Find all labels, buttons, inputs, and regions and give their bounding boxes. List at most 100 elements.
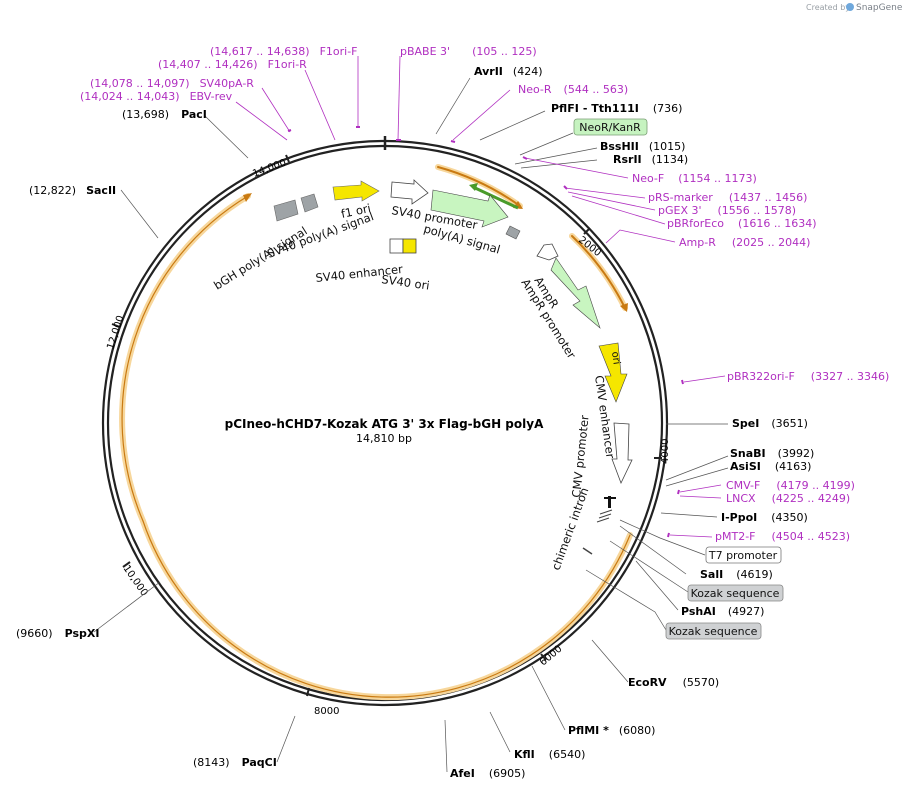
svg-text:(14,617 .. 14,638)F1ori-F: (14,617 .. 14,638)F1ori-F <box>210 45 358 58</box>
leader-pshai <box>635 560 679 611</box>
leader-lncx <box>679 495 722 499</box>
svg-text:BssHII(1015): BssHII(1015) <box>600 140 685 153</box>
svg-text:EcoRV(5570): EcoRV (5570) <box>628 676 719 689</box>
feature-ori <box>598 342 628 403</box>
svg-text:KflI(6540): KflI (6540) <box>514 748 585 761</box>
svg-text:pBRforEco(1616 .. 1634): pBRforEco(1616 .. 1634) <box>667 217 817 230</box>
svg-text:I-PpoI(4350): I-PpoI(4350) <box>721 511 808 524</box>
orf-arc-neo-line <box>437 166 521 207</box>
label-bgh-polya: bGH poly(A) signal <box>211 224 309 293</box>
box-t7-promoter <box>705 546 782 564</box>
primer-leaders <box>235 55 726 538</box>
box-kozak-2 <box>665 622 762 640</box>
tick-label-8000: 8000 <box>314 706 339 717</box>
site-name-afei: AfeI <box>450 767 475 780</box>
primer-name-prs-marker: pRS-marker <box>648 191 713 204</box>
primer-pos-neo-f: (1154 .. 1173) <box>678 172 757 185</box>
orf-arc-chd7-line <box>142 520 631 698</box>
primer-pos-prs-marker: (1437 .. 1456) <box>729 191 808 204</box>
primer-pos-cmv-f: (4179 .. 4199) <box>776 479 855 492</box>
feature-sv40-ori <box>402 238 417 254</box>
leader-pflfi <box>479 110 546 141</box>
feature-chimeric-intron-c <box>596 517 610 523</box>
leader-kozak2 <box>585 569 667 631</box>
tick-8000 <box>306 687 310 697</box>
feature-cmv-enhancer <box>611 422 633 485</box>
site-pos-ecorv: (5570) <box>683 676 720 689</box>
feature-cmv-promoter-mark <box>608 496 611 508</box>
svg-text:(12,822)SacII: (12,822)SacII <box>29 184 116 197</box>
site-name-paci: PacI <box>181 108 207 121</box>
leader-pflmi <box>531 665 566 731</box>
site-pos-kfli: (6540) <box>549 748 586 761</box>
svg-text:(14,024 .. 14,043)EBV-rev: (14,024 .. 14,043)EBV-rev <box>80 90 233 103</box>
svg-text:Amp-R(2025 .. 2044): Amp-R(2025 .. 2044) <box>679 236 810 249</box>
primer-pos-neo-r: (544 .. 563) <box>564 83 629 96</box>
feature-bgh-polya <box>273 199 299 222</box>
svg-text:pRS-marker(1437 .. 1456): pRS-marker (1437 .. 1456) <box>648 191 807 204</box>
leader-pbr322ori-f <box>683 375 726 383</box>
feature-ampr-cds <box>550 257 601 329</box>
box-kozak-2-label: Kozak sequence <box>669 625 758 638</box>
leader-neo-r <box>452 89 511 141</box>
mark-neo-f <box>522 156 528 160</box>
leader-rsrii <box>520 159 598 169</box>
site-pos-pflfi: (736) <box>653 102 683 115</box>
leader-neor-box <box>519 132 574 156</box>
primer-pos-pbr322ori-f: (3327 .. 3346) <box>811 370 890 383</box>
tick-2000 <box>583 227 591 235</box>
orf-arrow-chd7 <box>243 193 252 202</box>
site-name-rsrii: RsrII <box>613 153 642 166</box>
site-pos-rsrii: (1134) <box>652 153 689 166</box>
label-sv40-ori: SV40 ori <box>381 272 431 293</box>
leader-neo-f <box>524 157 629 179</box>
scale-ticks <box>111 154 662 697</box>
primer-pos-f1ori-f: (14,617 .. 14,638) <box>210 45 310 58</box>
feature-sv40-enhancer <box>389 238 404 254</box>
leader-paci <box>204 115 249 159</box>
svg-text:PflMI *(6080): PflMI *(6080) <box>568 724 655 737</box>
leader-pmt2-f <box>669 534 713 538</box>
mark-sv40pa-r <box>287 129 292 132</box>
feature-neor-cds <box>430 189 509 228</box>
site-name-kfli: KflI <box>514 748 535 761</box>
site-name-ecorv: EcoRV <box>628 676 667 689</box>
tick-10000 <box>122 561 131 568</box>
primer-pos-pbabe: (105 .. 125) <box>472 45 537 58</box>
svg-text:pBR322ori-F(3327 .. 3346): pBR322ori-F(3327 .. 3346) <box>727 370 889 383</box>
label-ori: ori <box>609 351 622 365</box>
features <box>273 179 633 555</box>
leader-prs-marker <box>564 187 646 199</box>
primer-pos-pbrforeco: (1616 .. 1634) <box>738 217 817 230</box>
leader-ecorv <box>591 639 629 683</box>
primer-name-neo-f: Neo-F <box>632 172 664 185</box>
site-pos-ippoi: (4350) <box>771 511 808 524</box>
site-name-pflfi: PflFI <box>551 102 579 115</box>
site-name-avrii: AvrII <box>474 65 503 78</box>
primer-name-pmt2-f: pMT2-F <box>715 530 756 543</box>
primer-name-neo-r: Neo-R <box>518 83 552 96</box>
label-cmv-promoter: CMV promoter <box>569 414 592 498</box>
plasmid-title: pCIneo-hCHD7-Kozak ATG 3' 3x Flag-bGH po… <box>225 417 544 431</box>
leader-cmv-f <box>679 484 722 493</box>
mark-pbr322 <box>681 379 684 385</box>
leader-pbabe <box>397 55 401 141</box>
orf-arcs <box>119 164 633 701</box>
svg-text:SpeI(3651): SpeI(3651) <box>732 417 808 430</box>
snapgene-logo-icon <box>846 3 854 11</box>
svg-text:SalI(4619): SalI(4619) <box>700 568 773 581</box>
orf-arrow-amp <box>620 303 628 312</box>
credit-brand: SnapGene <box>856 3 903 13</box>
feature-boxes: NeoR/KanR T7 promoter Kozak sequence Koz… <box>573 118 784 640</box>
site-pos-pshai: (4927) <box>728 605 765 618</box>
site-name-snabi: SnaBI <box>730 447 766 460</box>
leader-pspxi <box>93 581 161 633</box>
svg-text:(14,078 .. 14,097)SV40pA-R: (14,078 .. 14,097)SV40pA-R <box>90 77 254 90</box>
leader-sacii <box>120 189 159 239</box>
svg-text:Neo-R(544 .. 563): Neo-R (544 .. 563) <box>518 83 628 96</box>
orf-arc-chd7-line-b <box>121 195 249 522</box>
svg-text:RsrII(1134): RsrII (1134) <box>613 153 688 166</box>
svg-text:pBABE 3'(105 .. 125): pBABE 3'(105 .. 125) <box>400 45 537 58</box>
mark-cmv-f <box>677 489 680 495</box>
